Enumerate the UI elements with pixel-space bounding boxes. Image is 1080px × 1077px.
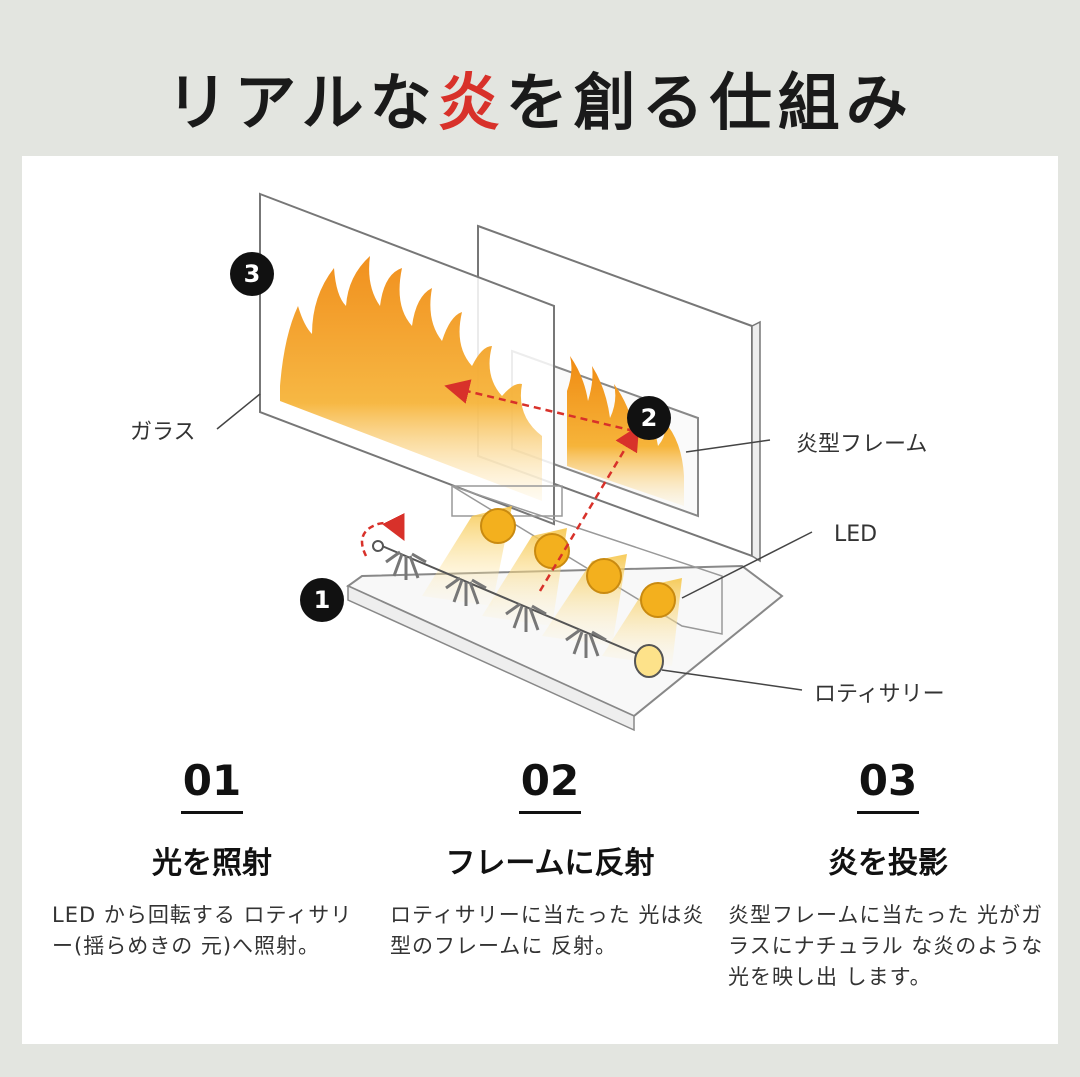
flame-frame-leader-line	[685, 439, 771, 453]
step-heading: フレームに反射	[445, 846, 655, 881]
title-after: を創る仕組み	[505, 66, 914, 139]
light-path-arrow-1	[538, 425, 640, 592]
rotisserie-label: ロティサリー	[814, 682, 945, 707]
step-number-underline	[857, 811, 919, 814]
rotation-arrow	[360, 512, 405, 557]
steps-section: 01 光を照射 LED から回転する ロティサリー(揺らめきの 元)へ照射。 0…	[22, 156, 1058, 1044]
svg-text:1: 1	[314, 586, 331, 614]
rotisserie-leader-line	[661, 669, 803, 691]
step-description: 炎型フレームに当たった 光がガラスにナチュラル な炎のような光を映し出 します。	[728, 903, 1044, 989]
step-heading: 光を照射	[152, 846, 272, 881]
step-number-underline	[181, 811, 243, 814]
step-number: 02	[520, 756, 580, 805]
glass-panel	[259, 192, 555, 526]
svg-text:2: 2	[641, 404, 658, 432]
glass-leader-line	[216, 393, 261, 430]
step-number: 03	[858, 756, 918, 805]
badge-2: 2	[627, 396, 671, 440]
flame-frame-label: 炎型フレーム	[796, 432, 928, 457]
rotisserie	[372, 540, 664, 678]
led-2	[534, 533, 570, 569]
led-lights	[480, 508, 676, 618]
badge-1: 1	[300, 578, 344, 622]
title-before: リアルな	[166, 66, 438, 139]
step-heading: 炎を投影	[828, 846, 948, 881]
step-description: ロティサリーに当たった 光は炎型のフレームに 反射。	[390, 903, 705, 958]
rotisserie-motor	[634, 644, 664, 678]
badge-3: 3	[230, 252, 274, 296]
led-leader-line	[681, 531, 813, 599]
diagram-card: 1 2 3 ガラス 炎型フレーム LED ロティサリー 01 光を照射 LED …	[22, 156, 1058, 1044]
step-number: 01	[182, 756, 242, 805]
led-1	[480, 508, 516, 544]
title-accent: 炎	[437, 66, 506, 139]
step-number-underline	[519, 811, 581, 814]
glass-flame-shape	[280, 256, 542, 501]
page-title: リアルな炎を創る仕組み	[0, 52, 1080, 142]
step-3: 03 炎を投影 炎型フレームに当たった 光がガラスにナチュラル な炎のような光を…	[728, 756, 1048, 993]
glass-label: ガラス	[130, 420, 196, 445]
step-2: 02 フレームに反射 ロティサリーに当たった 光は炎型のフレームに 反射。	[390, 756, 710, 962]
mechanism-diagram: 1 2 3	[216, 192, 813, 732]
led-label: LED	[834, 522, 878, 547]
light-path-arrow-2	[444, 379, 635, 433]
step-1: 01 光を照射 LED から回転する ロティサリー(揺らめきの 元)へ照射。	[52, 756, 372, 962]
led-4	[640, 582, 676, 618]
led-3	[586, 558, 622, 594]
step-description: LED から回転する ロティサリー(揺らめきの 元)へ照射。	[52, 903, 353, 958]
svg-text:3: 3	[244, 260, 261, 288]
